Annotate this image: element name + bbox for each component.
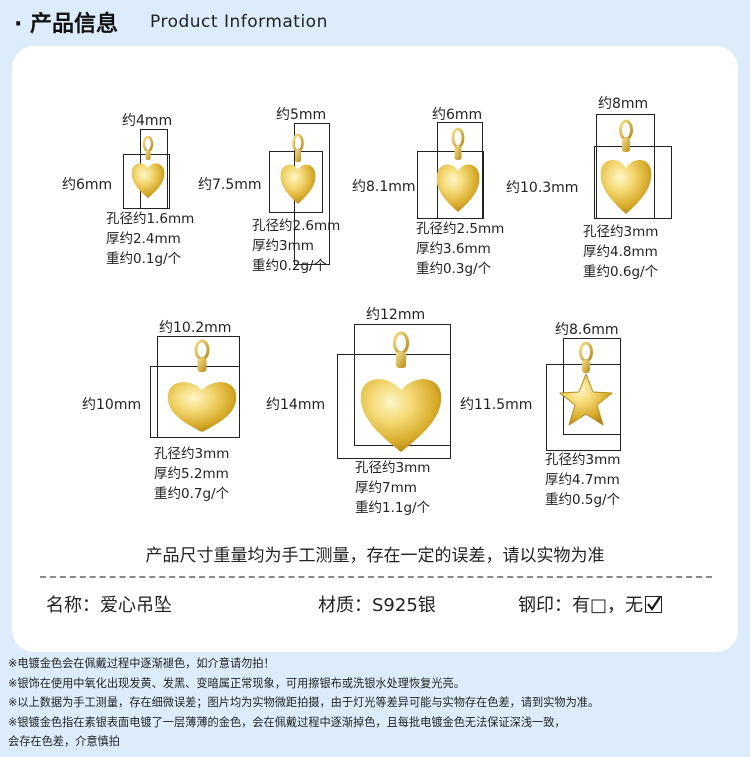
footer-note-3: ※以上数据为手工测量，存在细微误差；图片均为实物微距拍摄，由于灯光等差异可能与实… [8,696,600,709]
heart-pendant-image [131,135,165,198]
height-label: 约10mm [82,397,142,413]
height-box [150,366,240,438]
info-card: 约4mm 约6mm 孔径约1.6mm 厚约2.4mm 重约0.1g/个 约5mm… [12,46,738,652]
width-label: 约5mm [276,107,327,123]
stamp-label: 钢印：有□，无 [518,595,644,616]
weight-spec: 重约0.5g/个 [545,492,621,508]
thickness-spec: 厚约7mm [355,480,417,496]
thickness-spec: 厚约3.6mm [416,241,491,257]
spec-list: 孔径约3mm 厚约4.8mm 重约0.6g/个 [583,222,658,282]
section-title: · 产品信息 [14,12,119,37]
dashed-divider [40,576,712,578]
weight-spec: 重约0.6g/个 [583,264,659,280]
heart-pendant-image [436,127,480,212]
height-label: 约6mm [62,177,113,193]
section-subtitle: Product Information [150,12,328,32]
header: · 产品信息 Product Information [0,0,750,46]
checked-box-icon [645,596,663,613]
spec-list: 孔径约3mm 厚约4.7mm 重约0.5g/个 [545,450,620,510]
height-label: 约14mm [266,397,326,413]
hole-spec: 孔径约3mm [545,452,621,468]
hole-spec: 孔径约3mm [154,446,230,462]
thickness-spec: 厚约4.7mm [545,472,620,488]
product-stamp: 钢印：有□，无 [518,591,663,617]
height-box [337,354,451,459]
hole-spec: 孔径约1.6mm [106,211,195,227]
height-label: 约10.3mm [506,180,579,196]
thickness-spec: 厚约4.8mm [583,244,658,260]
heart-pendant-image [280,133,316,204]
spec-list: 孔径约3mm 厚约5.2mm 重约0.7g/个 [154,444,229,504]
thickness-spec: 厚约3mm [252,238,314,254]
width-label: 约10.2mm [159,320,232,336]
thickness-spec: 厚约5.2mm [154,466,229,482]
weight-spec: 重约1.1g/个 [355,500,431,516]
weight-spec: 重约0.1g/个 [106,251,182,267]
height-box [594,146,672,219]
measurement-note: 产品尺寸重量均为手工测量，存在一定的误差，请以实物为准 [145,546,605,566]
height-label: 约7.5mm [198,177,262,193]
star-pendant-image [559,341,613,426]
width-label: 约8mm [598,96,649,112]
spec-list: 孔径约1.6mm 厚约2.4mm 重约0.1g/个 [106,209,194,269]
height-box [417,151,484,219]
footer-note-4: ※银镀金色指在素银表面电镀了一层薄薄的金色，会在佩戴过程中逐渐掉色，且每批电镀金… [8,715,566,729]
hole-spec: 孔径约2.5mm [416,221,505,237]
weight-spec: 重约0.2g/个 [252,258,328,274]
heart-pendant-image [167,339,237,432]
spec-list: 孔径约2.6mm 厚约3mm 重约0.2g/个 [252,216,340,276]
heart-pendant-image [600,119,652,214]
width-label: 约8.6mm [555,322,619,338]
spec-list: 孔径约3mm 厚约7mm 重约1.1g/个 [355,458,430,518]
footer-note-5: 会存在色差，介意慎拍 [8,735,120,748]
height-label: 约11.5mm [460,397,533,413]
height-label: 约8.1mm [352,179,416,195]
footer-note-1: ※电镀金色会在佩戴过程中逐渐褪色，如介意请勿拍！ [8,657,275,670]
hole-spec: 孔径约2.6mm [252,218,341,234]
product-material: 材质：S925银 [318,595,436,616]
thickness-spec: 厚约2.4mm [106,231,181,247]
footer-notes: ※电镀金色会在佩戴过程中逐渐褪色，如介意请勿拍！ ※银饰在使用中氧化出现发黄、发… [8,654,748,752]
weight-spec: 重约0.7g/个 [154,486,230,502]
product-name: 名称：爱心吊坠 [46,595,172,616]
hole-spec: 孔径约3mm [355,460,431,476]
hole-spec: 孔径约3mm [583,224,659,240]
weight-spec: 重约0.3g/个 [416,261,492,277]
width-label: 约4mm [122,113,173,129]
footer-note-2: ※银饰在使用中氧化出现发黄、发黑、变暗属正常现象，可用擦银布或洗银水处理恢复光亮… [8,676,465,690]
width-label: 约6mm [432,107,483,123]
heart-pendant-image [360,331,442,452]
width-label: 约12mm [366,307,426,323]
spec-list: 孔径约2.5mm 厚约3.6mm 重约0.3g/个 [416,219,504,279]
